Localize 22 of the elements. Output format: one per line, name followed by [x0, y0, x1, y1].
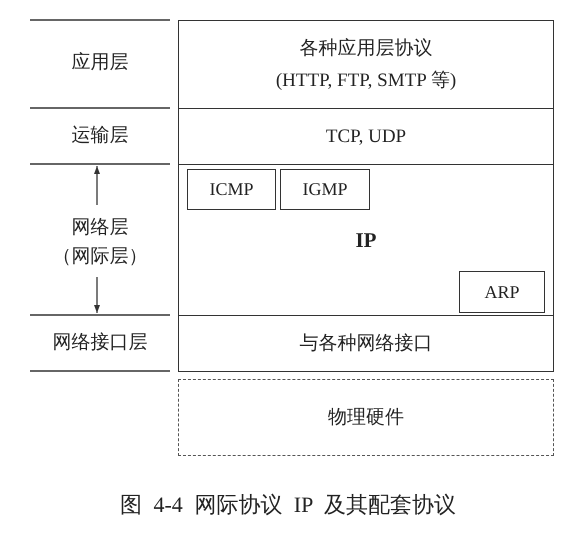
protocol-box [280, 169, 370, 210]
layer-name: 运输层 [70, 124, 130, 148]
layer-name: 网络接口层 [52, 331, 148, 355]
dashed-box [178, 379, 554, 456]
figure-caption: 图 4-4 网际协议 IP 及其配套协议 [118, 491, 458, 519]
protocol-box [459, 271, 545, 313]
layer-name: 应用层 [70, 51, 130, 75]
box-text: 各种应用层协议 [300, 38, 432, 60]
layer-name: 网络层（网际层） [52, 216, 148, 270]
layer-box [178, 164, 554, 316]
box-text: IP [356, 228, 376, 252]
layer-box [178, 20, 554, 109]
protocol-name: ARP [484, 282, 520, 302]
layer-box [178, 315, 554, 372]
layer-box [178, 108, 554, 165]
box-text: 物理硬件 [328, 406, 404, 428]
protocol-name: IGMP [302, 179, 348, 200]
protocol-name: ICMP [209, 179, 254, 200]
box-text: (HTTP, FTP, SMTP 等) [276, 70, 456, 92]
box-text: TCP, UDP [326, 126, 406, 148]
box-text: 与各种网络接口 [300, 332, 432, 354]
protocol-box [187, 169, 276, 210]
